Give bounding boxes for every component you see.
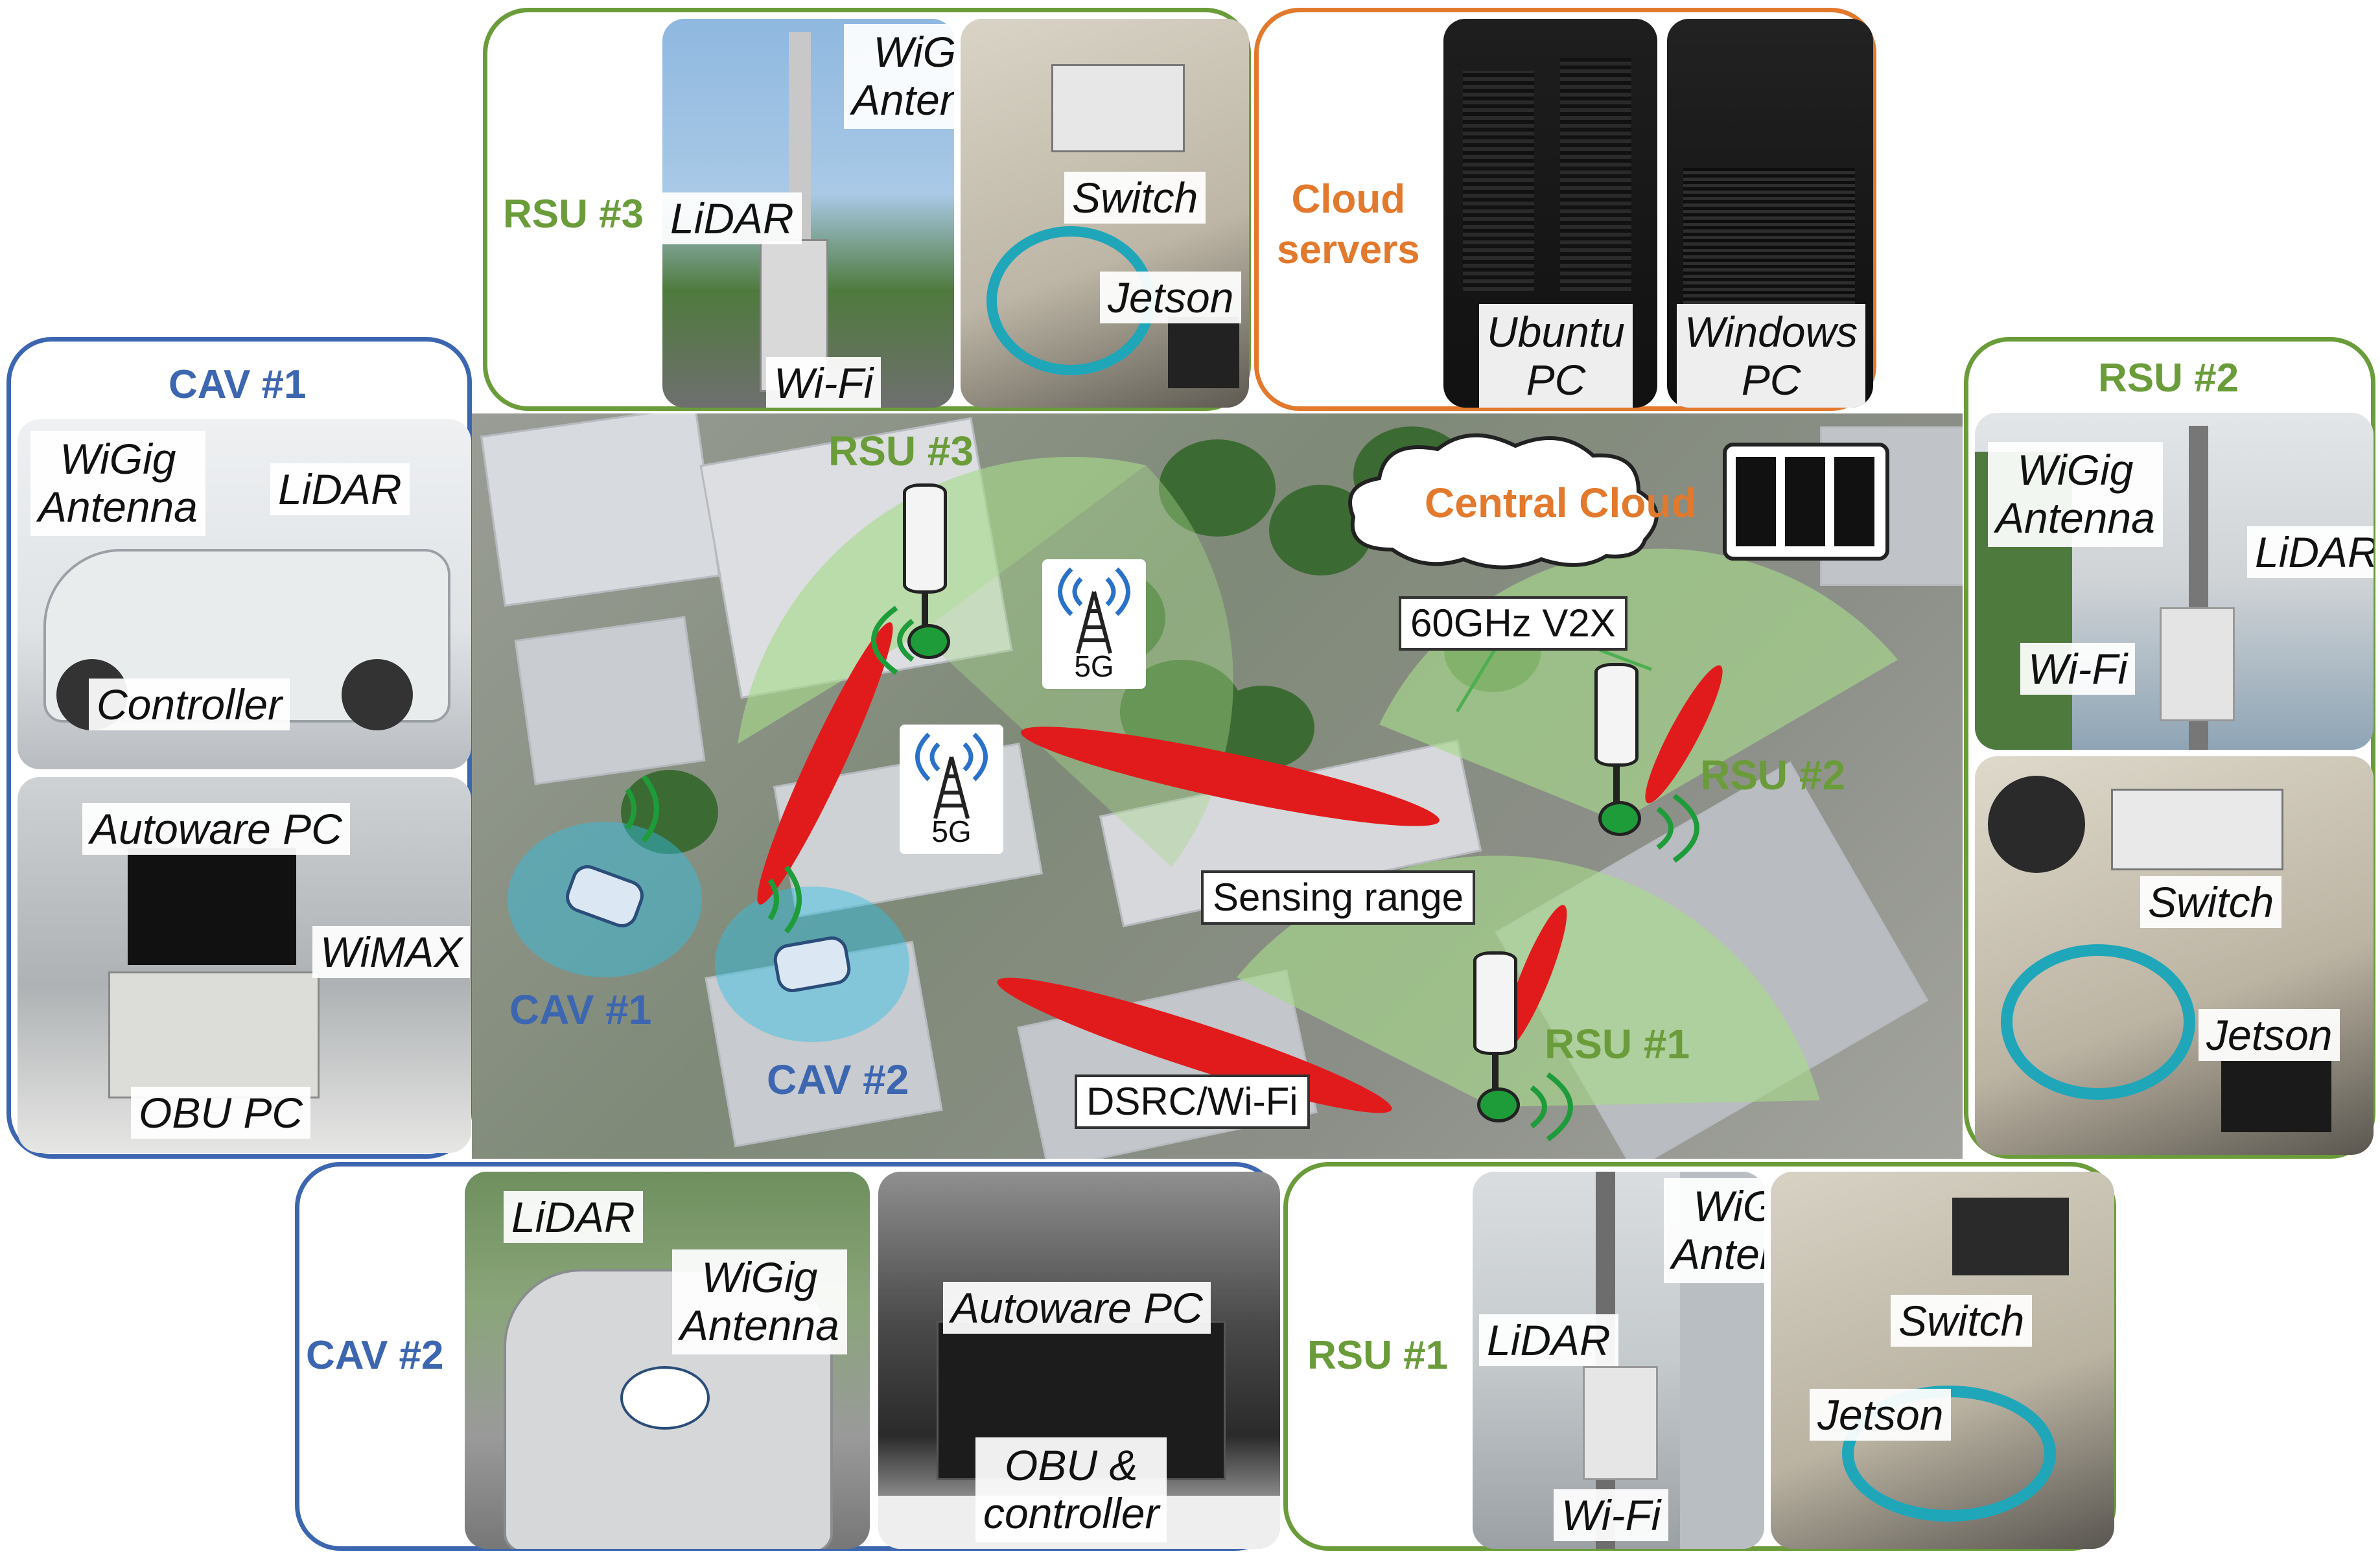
beam-rsu3-cav [757,622,893,905]
rsu3-coverage [738,456,1146,744]
map-rsu3-label: RSU #3 [828,428,974,474]
cav2-trunk-photo: Autoware PC OBU & controller [878,1172,1280,1549]
cav1-panel: CAV #1 WiGig Antenna LiDAR Controller Au… [6,337,472,1159]
cav2-obu-label: OBU & controller [975,1437,1167,1542]
ubuntu-pc-photo: Ubuntu PC [1443,19,1657,408]
rsu2-wifi-label: Wi-Fi [2020,643,2136,695]
cav1-lidar-label: LiDAR [270,463,410,515]
rsu1-wifi-label: Wi-Fi [1554,1489,1669,1541]
cav2-panel-title: CAV #2 [306,1333,444,1378]
rsu3-pole-icon [903,483,947,594]
map-rsu1-label: RSU #1 [1545,1021,1690,1067]
rsu1-panel: RSU #1 WiGig Antenna LiDAR Wi-Fi Switch … [1283,1162,2116,1551]
rsu1-wigig-label: WiGig Antenna [1664,1178,1764,1283]
rsu1-pole-icon [1473,951,1517,1055]
cav1-car [566,865,644,928]
cav2-panel: CAV #2 LiDAR WiGig Antenna Autoware PC O… [295,1162,1280,1551]
windows-pc-label: Windows PC [1677,304,1866,408]
ubuntu-pc-label: Ubuntu PC [1479,304,1633,408]
5g-tower-icon-b: 5G [900,725,1003,854]
cav1-autoware-label: Autoware PC [82,803,350,855]
beam-rsu1-b [1502,905,1567,1050]
cav1-obu-label: OBU PC [131,1087,311,1139]
rsu3-switch-label: Switch [1064,172,1206,224]
cloud-servers-panel: Cloud servers Ubuntu PC Windows PC [1254,8,1876,411]
dsrc-wifi-label: DSRC/Wi-Fi [1075,1074,1310,1129]
rsu2-jetson-label: Jetson [2199,1009,2340,1061]
rsu1-jetson-label: Jetson [1810,1389,1952,1441]
rsu2-switch-label: Switch [2140,876,2282,928]
rsu2-panel: RSU #2 WiGig Antenna LiDAR Wi-Fi Switch … [1964,337,2375,1159]
rsu2-panel-title: RSU #2 [2098,356,2239,401]
rsu1-lidar-label: LiDAR [1479,1314,1618,1366]
5g-label-b: 5G [931,815,972,848]
v2x-arrow-b [1599,648,1652,671]
beam-rsu2-a [1021,726,1440,826]
cav1-panel-title: CAV #1 [169,362,307,407]
windows-pc-photo: Windows PC [1667,19,1873,408]
5g-tower-icon-a: 5G [1042,559,1146,689]
cav1-exterior-photo: WiGig Antenna LiDAR Controller [18,419,471,769]
rsu1-cabinet-photo: Switch Jetson [1771,1172,2114,1549]
central-map: 5G 5G Central Cloud RSU #3 RSU #2 RSU #1… [472,413,1963,1159]
rsu3-panel-title: RSU #3 [503,192,644,237]
server-rack-icon [1723,443,1889,561]
cav2-car [773,936,851,993]
map-rsu2-label: RSU #2 [1700,752,1846,798]
rsu2-pole-icon [1594,663,1639,767]
central-cloud-label: Central Cloud [1425,480,1697,526]
rsu1-pole-photo: WiGig Antenna LiDAR Wi-Fi [1473,1172,1764,1549]
rsu2-cabinet-photo: Switch Jetson [1975,756,2374,1155]
rsu3-wigig-label: WiGig Antenna [844,24,954,129]
cav2-wigig-label: WiGig Antenna [672,1249,847,1354]
cav2-autoware-label: Autoware PC [943,1282,1211,1334]
cav1-wimax-label: WiMAX [312,926,471,978]
rsu2-base-icon [1598,801,1641,836]
cav2-lidar-label: LiDAR [504,1191,643,1243]
v2x-60ghz-label: 60GHz V2X [1399,596,1628,651]
rsu2-pole-photo: WiGig Antenna LiDAR Wi-Fi [1975,413,2374,750]
rsu2-wigig-label: WiGig Antenna [1988,442,2163,547]
cav1-interior-photo: Autoware PC WiMAX OBU PC [18,777,471,1153]
map-cav1-label: CAV #1 [509,986,652,1033]
cav1-wigig-label: WiGig Antenna [30,431,205,536]
rsu3-panel: RSU #3 WiGig Antenna LiDAR Wi-Fi Switch … [483,8,1251,411]
cloud-servers-title: Cloud servers [1277,177,1420,272]
rsu3-wifi-label: Wi-Fi [766,357,881,408]
rsu1-panel-title: RSU #1 [1307,1333,1449,1378]
rsu2-lidar-label: LiDAR [2247,526,2374,578]
rsu3-cabinet-photo: Switch Jetson [961,19,1249,408]
central-cloud-icon [1348,433,1659,570]
cav1-controller-label: Controller [89,679,290,730]
map-cav2-label: CAV #2 [767,1056,909,1103]
5g-label-a: 5G [1074,649,1114,683]
rsu3-base-icon [907,624,950,659]
rsu3-jetson-label: Jetson [1100,272,1242,323]
cav2-exterior-photo: LiDAR WiGig Antenna [465,1172,870,1549]
rsu3-lidar-label: LiDAR [662,192,802,244]
rsu1-switch-label: Switch [1891,1295,2033,1347]
rsu3-pole-photo: WiGig Antenna LiDAR Wi-Fi [662,19,954,408]
sensing-range-label: Sensing range [1201,870,1475,925]
beam-rsu2-b [1645,665,1723,804]
rsu1-base-icon [1477,1087,1520,1122]
